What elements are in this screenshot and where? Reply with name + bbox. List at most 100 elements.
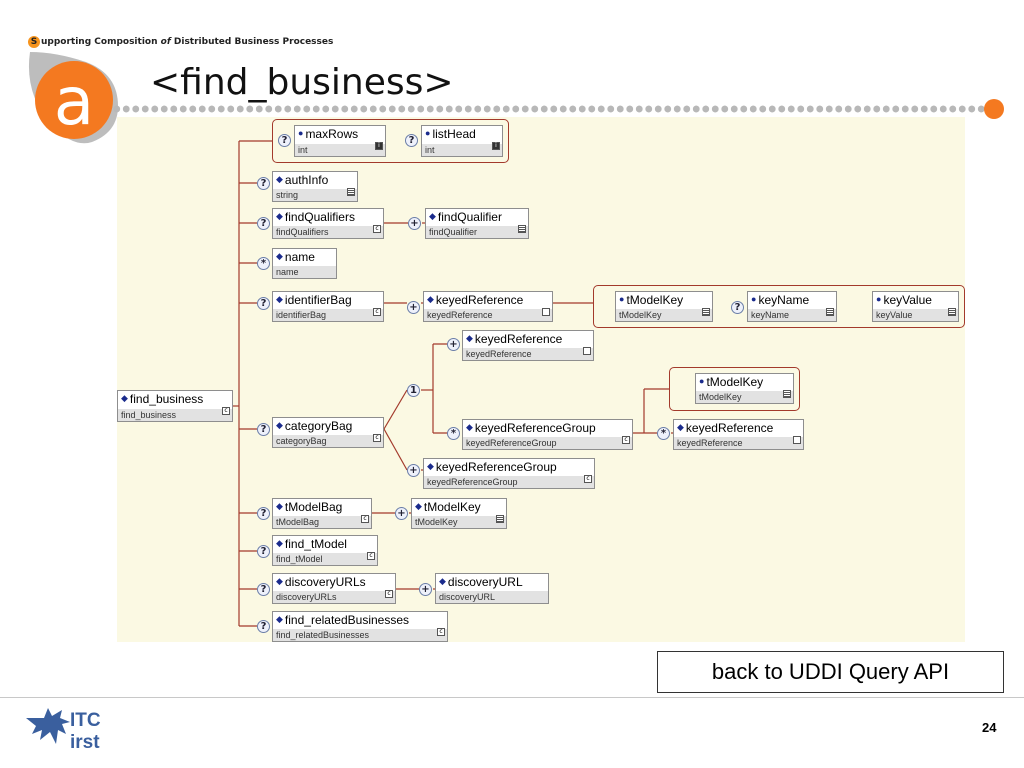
lines-box-icon [783,390,791,398]
card-optional: ? [257,620,270,633]
node-keyedReference-choice[interactable]: ◆keyedReference keyedReference [462,330,594,361]
node-name: discoveryURL [447,575,523,589]
bullet-diamond-icon: ◆ [429,211,436,221]
lines-box-icon [518,225,526,233]
node-name: tModelBag [284,500,343,514]
node-type: identifierBag [273,309,383,321]
bullet-diamond-icon: ◆ [427,461,434,471]
node-findQualifiers[interactable]: ◆findQualifiers findQualifiers c [272,208,384,239]
node-discoveryURL[interactable]: ◆discoveryURL discoveryURL [435,573,549,604]
bullet-diamond-icon: ◆ [276,501,283,511]
node-name: find_tModel [284,537,347,551]
c-box-icon: c [367,552,375,560]
logo-a-icon: a [28,52,118,144]
node-tModelBag[interactable]: ◆tModelBag tModelBag c [272,498,372,529]
node-name: tModelKey [706,375,764,389]
c-box-icon: c [373,308,381,316]
card-one-or-more: + [395,507,408,520]
node-keyValue-attr[interactable]: ●keyValue keyValue [872,291,959,322]
slide-title: <find_business> [150,62,454,103]
node-type: keyedReference [424,309,552,321]
node-tModelKey[interactable]: ◆tModelKey tModelKey [411,498,507,529]
back-to-uddi-link[interactable]: back to UDDI Query API [657,651,1004,693]
card-one-or-more: + [408,217,421,230]
card-optional: ? [257,545,270,558]
attribute-group [272,119,509,163]
bullet-diamond-icon: ◆ [466,333,473,343]
bullet-diamond-icon: ◆ [276,614,283,624]
node-keyedReference[interactable]: ◆keyedReference keyedReference [423,291,553,322]
node-name: keyedReference [685,421,774,435]
lines-box-icon [948,308,956,316]
node-name: keyedReference [435,293,524,307]
bullet-diamond-icon: ◆ [415,501,422,511]
bullet-diamond-icon: ◆ [276,211,283,221]
footer-divider [0,697,1024,698]
tagline-part1: upporting Composition [41,37,158,47]
card-optional: ? [257,507,270,520]
node-type: findQualifiers [273,226,383,238]
bullet-diamond-icon: ● [425,128,431,138]
node-type: tModelBag [273,516,371,528]
node-keyedReferenceGroup[interactable]: ◆keyedReferenceGroup keyedReferenceGroup… [423,458,595,489]
node-type: tModelKey [412,516,506,528]
node-tModelKey-group-attr[interactable]: ●tModelKey tModelKey [695,373,794,404]
node-type: keyName [748,309,836,321]
bullet-diamond-icon: ● [751,294,757,304]
node-keyedReferenceGroup-choice[interactable]: ◆keyedReferenceGroup keyedReferenceGroup… [462,419,633,450]
node-name: maxRows [305,127,359,141]
bullet-diamond-icon: ◆ [677,422,684,432]
node-type: keyedReference [674,437,803,449]
node-type: findQualifier [426,226,528,238]
keyedReferenceGroup-attribute-group [669,367,800,411]
node-name: authInfo [284,173,329,187]
node-name: identifierBag [284,293,352,307]
bullet-diamond-icon: ● [699,376,705,386]
empty-box-icon [542,308,550,316]
node-type: find_relatedBusinesses [273,629,447,641]
node-name: name [284,250,315,264]
node-name[interactable]: ◆name name [272,248,337,279]
node-listHead[interactable]: ●listHead int i [421,125,503,157]
node-name: keyedReferenceGroup [474,421,596,435]
node-keyedReference-in-group[interactable]: ◆keyedReference keyedReference [673,419,804,450]
c-box-icon: c [584,475,592,483]
lines-box-icon [496,515,504,523]
node-type: tModelKey [616,309,712,321]
c-box-icon: c [373,225,381,233]
card-optional: ? [257,217,270,230]
node-identifierBag[interactable]: ◆identifierBag identifierBag c [272,291,384,322]
tagline-of: of [160,37,171,47]
node-maxRows[interactable]: ●maxRows int i [294,125,386,157]
node-name: listHead [432,127,476,141]
node-tModelKey-attr[interactable]: ●tModelKey tModelKey [615,291,713,322]
choice-card: 1 [407,384,420,397]
connector-lines [233,140,673,627]
node-find_relatedBusinesses[interactable]: ◆find_relatedBusinesses find_relatedBusi… [272,611,448,642]
c-box-icon: c [622,436,630,444]
node-type: find_business [118,409,232,421]
node-name: tModelKey [626,293,684,307]
node-find_business[interactable]: ◆find_business find_business c [117,390,233,422]
node-find_tModel[interactable]: ◆find_tModel find_tModel c [272,535,378,566]
c-box-icon: c [373,434,381,442]
node-keyName-attr[interactable]: ●keyName keyName [747,291,837,322]
node-type: name [273,266,336,278]
card-zero-or-more: * [257,257,270,270]
node-findQualifier[interactable]: ◆findQualifier findQualifier [425,208,529,239]
bullet-diamond-icon: ● [876,294,882,304]
node-type: int [422,144,502,156]
node-type: keyedReferenceGroup [463,437,632,449]
empty-box-icon [583,347,591,355]
card-one-or-more: + [447,338,460,351]
node-authInfo[interactable]: ◆authInfo string [272,171,358,202]
bullet-diamond-icon: ◆ [276,576,283,586]
c-box-icon: c [361,515,369,523]
node-type: discoveryURL [436,591,548,603]
node-categoryBag[interactable]: ◆categoryBag categoryBag c [272,417,384,448]
card-optional: ? [731,301,744,314]
bullet-diamond-icon: ◆ [439,576,446,586]
schema-diagram: ◆find_business find_business c ? ●maxRow… [117,117,965,642]
node-discoveryURLs[interactable]: ◆discoveryURLs discoveryURLs c [272,573,396,604]
